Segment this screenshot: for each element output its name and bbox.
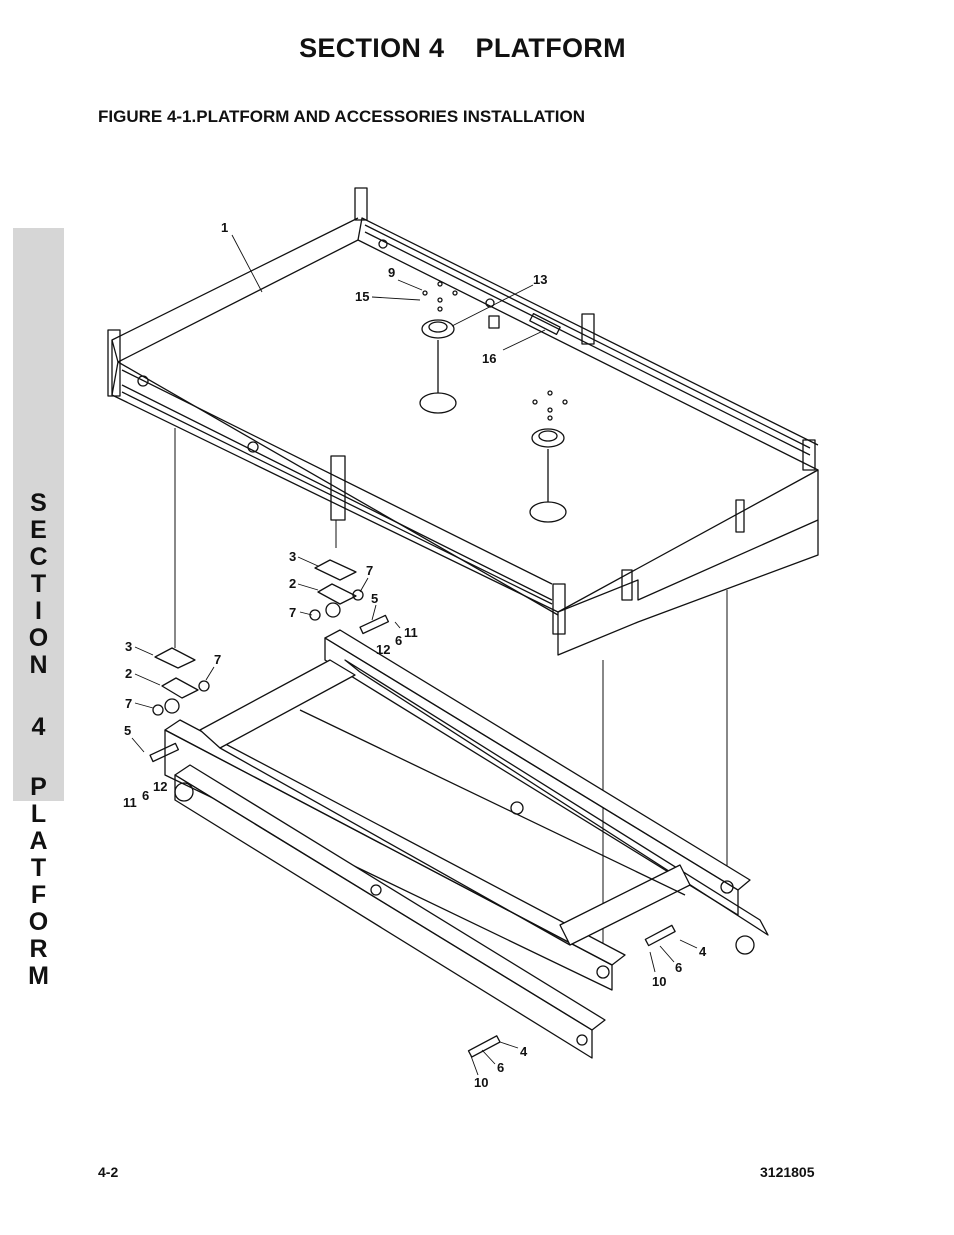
callout-1: 1	[221, 220, 228, 235]
callout-11: 11	[404, 625, 418, 640]
callout-7: 7	[125, 696, 132, 711]
side-tab-letter: A	[29, 827, 48, 855]
left-bracket-kit	[149, 647, 210, 763]
figure-caption: FIGURE 4-1.PLATFORM AND ACCESSORIES INST…	[98, 107, 586, 126]
side-tab-letter: E	[30, 516, 47, 544]
callout-16: 16	[482, 351, 496, 366]
document-number: 3121805	[760, 1164, 815, 1180]
callout-5: 5	[124, 723, 131, 738]
side-tab-letter: P	[30, 773, 47, 801]
callout-4: 4	[520, 1044, 528, 1059]
side-tab-letter: T	[30, 570, 47, 598]
side-tab-letter: N	[29, 651, 48, 679]
side-tab-letter: F	[30, 881, 47, 909]
callout-2: 2	[289, 576, 296, 591]
callout-11: 11	[123, 795, 137, 810]
callout-3: 3	[289, 549, 296, 564]
side-tab-letter: 4	[31, 713, 46, 741]
callout-7: 7	[214, 652, 221, 667]
side-tab-letter: O	[28, 624, 49, 652]
callout-7: 7	[289, 605, 296, 620]
page-number: 4-2	[98, 1164, 119, 1180]
callout-13: 13	[533, 272, 547, 287]
callout-12: 12	[376, 642, 390, 657]
page-title: SECTION 4 PLATFORM	[299, 33, 626, 63]
side-tab-letter: T	[30, 854, 47, 882]
leader-lines	[131, 234, 698, 1076]
side-tab-letter: S	[30, 489, 47, 517]
callout-7: 7	[366, 563, 373, 578]
callout-6: 6	[497, 1060, 504, 1075]
callout-numbers: 1 9 13 15 16 3 2 7 7 5 11 6 12 3 2 7 7 5…	[123, 220, 707, 1090]
callout-6: 6	[142, 788, 149, 803]
callout-9: 9	[388, 265, 395, 280]
platform-assembly	[107, 187, 819, 656]
callout-12: 12	[153, 779, 167, 794]
callout-6: 6	[395, 633, 402, 648]
scissor-arm-assembly	[164, 629, 769, 1059]
side-tab-letter: C	[29, 543, 48, 571]
side-tab-letter: R	[29, 935, 48, 963]
callout-4: 4	[699, 944, 707, 959]
side-tab-letter: I	[35, 597, 42, 625]
side-tab-letter: M	[28, 962, 49, 990]
callout-5: 5	[371, 591, 378, 606]
callout-15: 15	[355, 289, 369, 304]
side-tab-letter: L	[30, 800, 47, 828]
callout-10: 10	[652, 974, 666, 989]
callout-3: 3	[125, 639, 132, 654]
callout-10: 10	[474, 1075, 488, 1090]
callout-2: 2	[125, 666, 132, 681]
section-side-tab: S E C T I O N 4 P L A T F O R M	[13, 228, 64, 989]
right-bracket-kit	[309, 559, 390, 635]
callout-6: 6	[675, 960, 682, 975]
side-tab-letter: O	[28, 908, 49, 936]
